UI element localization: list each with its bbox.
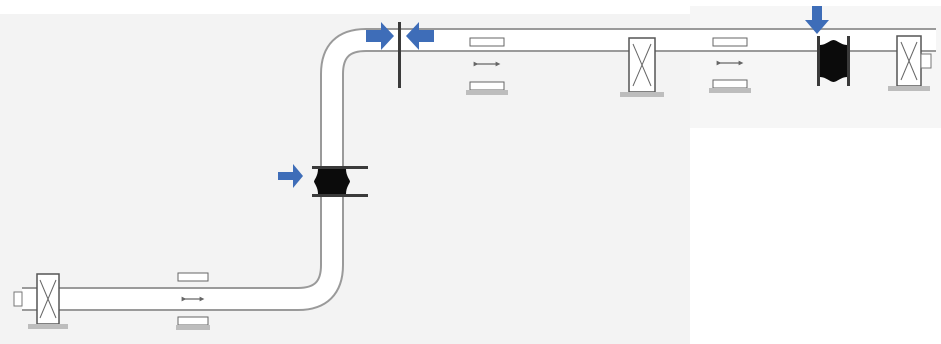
expansion-joint-outlet [817,36,850,86]
guide-support-upper-2 [709,37,751,93]
flange-plate-top [398,22,401,88]
guide-support-upper-1 [466,37,508,95]
arrow-riser-joint [278,164,303,188]
anchor-support-middle [620,37,664,97]
pipe-run [22,28,936,311]
arrow-pair-flange [366,22,434,50]
expansion-joint-riser [312,166,368,197]
arrow-outlet-joint [805,6,829,34]
guide-support-lower [176,272,210,330]
anchor-support-outlet [888,35,932,91]
anchor-support-inlet [13,273,68,329]
